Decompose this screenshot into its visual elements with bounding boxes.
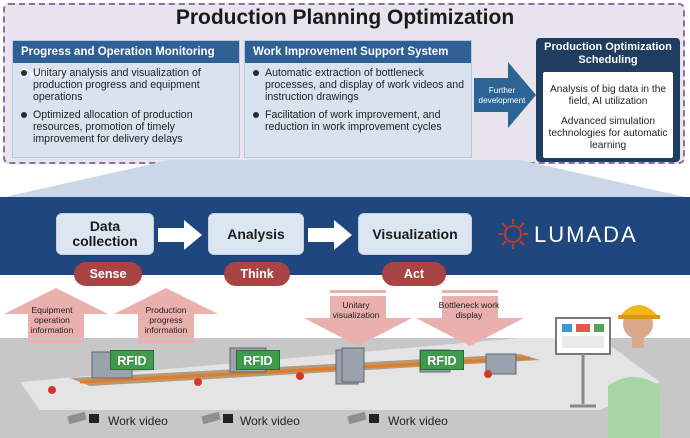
scheduling-item-simulation: Advanced simulation technologies for aut…	[548, 116, 668, 151]
bullet-text: Optimized allocation of production resou…	[33, 109, 193, 145]
bullet-text: Facilitation of work improvement, and re…	[265, 109, 442, 133]
equipment-info-up-arrow-icon	[4, 288, 108, 343]
unitary-visualization-label: Unitary visualization	[332, 300, 380, 320]
monitoring-system-heading: Progress and Operation Monitoring System	[13, 41, 239, 80]
production-progress-info-label: Production progress information	[144, 305, 188, 335]
step-visualization: Visualization	[358, 213, 472, 255]
work-video-label: Work video	[388, 414, 448, 428]
bullet-item: Optimized allocation of production resou…	[21, 109, 233, 145]
rfid-tag: RFID	[236, 350, 280, 370]
bullet-item: Unitary analysis and visualization of pr…	[21, 67, 233, 103]
funnel-connector	[0, 160, 690, 198]
bullet-text: Automatic extraction of bottleneck proce…	[265, 67, 465, 103]
bullet-icon	[21, 70, 27, 76]
rfid-tag: RFID	[110, 350, 154, 370]
bullet-text: Unitary analysis and visualization of pr…	[33, 67, 201, 103]
act-pill: Act	[382, 262, 446, 286]
sense-pill: Sense	[74, 262, 142, 286]
further-development-arrow-icon	[474, 62, 536, 128]
bullet-icon	[253, 70, 259, 76]
rfid-tag: RFID	[420, 350, 464, 370]
unitary-visualization-down-arrow-icon	[304, 290, 412, 346]
step-arrow-icon	[308, 220, 352, 250]
work-video-label: Work video	[240, 414, 300, 428]
equipment-operation-info-label: Equipment operation information	[30, 305, 74, 335]
step-analysis: Analysis	[208, 213, 304, 255]
step-data-collection: Data collection	[56, 213, 154, 255]
bottleneck-down-arrow-icon	[416, 290, 524, 346]
production-info-up-arrow-icon	[114, 288, 218, 343]
scheduling-content: Analysis of big data in the field, AI ut…	[543, 72, 673, 158]
think-pill: Think	[224, 262, 290, 286]
lumada-brand: LUMADA	[534, 222, 638, 247]
scheduling-item-ai: Analysis of big data in the field, AI ut…	[549, 84, 667, 107]
bullet-icon	[21, 112, 27, 118]
bottleneck-work-display-label: Bottleneck work display	[438, 300, 500, 320]
further-development-label: Further development	[478, 86, 526, 105]
bullet-icon	[253, 112, 259, 118]
lumada-logo-icon	[498, 219, 528, 249]
bullet-item: Facilitation of work improvement, and re…	[253, 109, 465, 133]
work-improvement-system-box: Work Improvement Support System Automati…	[244, 40, 472, 158]
work-video-label: Work video	[108, 414, 168, 428]
scheduling-title: Production Optimization Scheduling	[544, 41, 672, 66]
step-arrow-icon	[158, 220, 202, 250]
bullet-item: Automatic extraction of bottleneck proce…	[253, 67, 465, 103]
monitoring-system-box: Progress and Operation Monitoring System…	[12, 40, 240, 158]
work-improvement-system-heading: Work Improvement Support System	[245, 41, 471, 63]
page-title: Production Planning Optimization	[175, 6, 515, 29]
